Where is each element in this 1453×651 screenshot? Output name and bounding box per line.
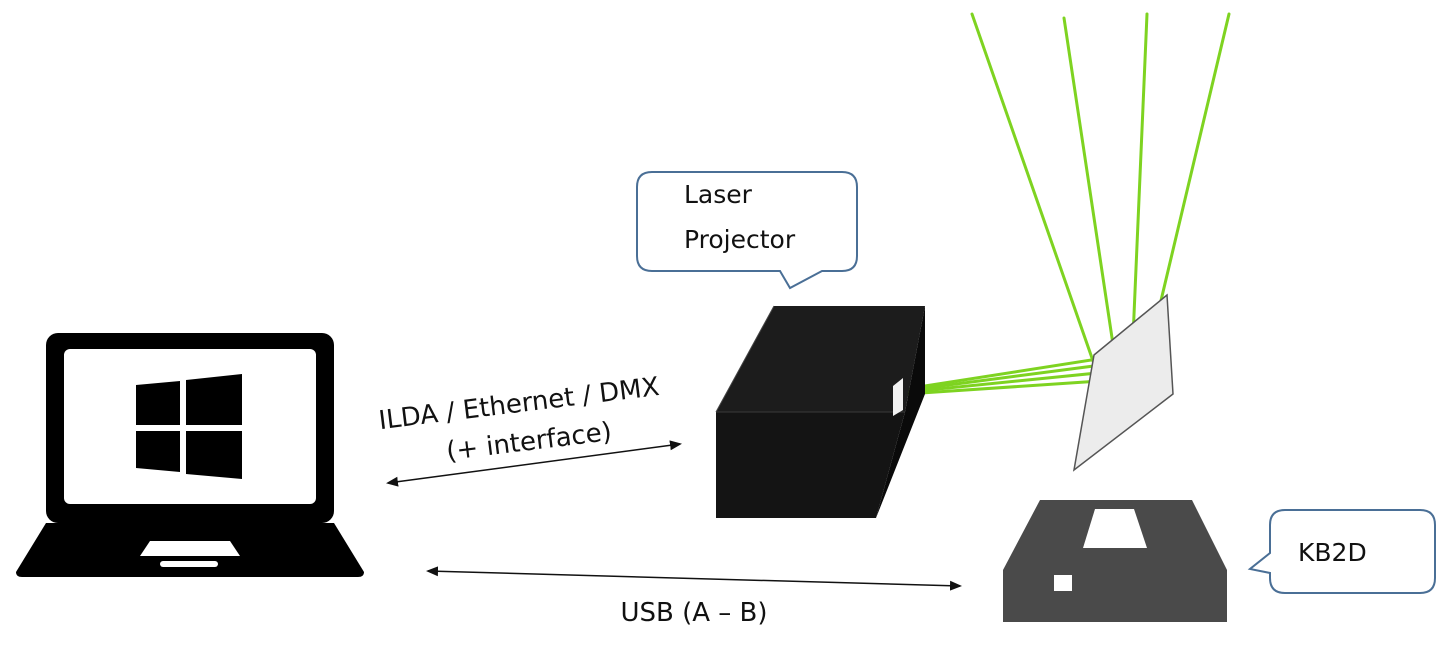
ilda-ethernet-dmx-link: ILDA / Ethernet / DMX (+ interface) — [377, 372, 682, 487]
kb2d-display-window — [1083, 509, 1147, 548]
laser-beams — [904, 12, 1231, 396]
kb2d-label: KB2D — [1298, 538, 1367, 567]
usb-link: USB (A – B) — [426, 566, 962, 628]
laser-projector-label-line2: Projector — [684, 225, 796, 254]
projector-aperture — [893, 378, 903, 416]
laptop-touchpad — [140, 541, 240, 556]
kb2d-callout: KB2D — [1247, 509, 1436, 594]
laser-projector-label-line1: Laser — [684, 180, 753, 209]
kb2d-port — [1054, 575, 1072, 591]
laptop-icon — [16, 333, 364, 577]
laser-projector-callout: Laser Projector — [636, 171, 858, 290]
mirror — [1072, 293, 1174, 472]
ilda-link-label-line1: ILDA / Ethernet / DMX — [377, 372, 661, 436]
laser-projector-device — [715, 305, 925, 518]
usb-link-label: USB (A – B) — [620, 598, 767, 628]
kb2d-device — [1003, 500, 1227, 622]
windows-logo-icon — [136, 374, 242, 479]
